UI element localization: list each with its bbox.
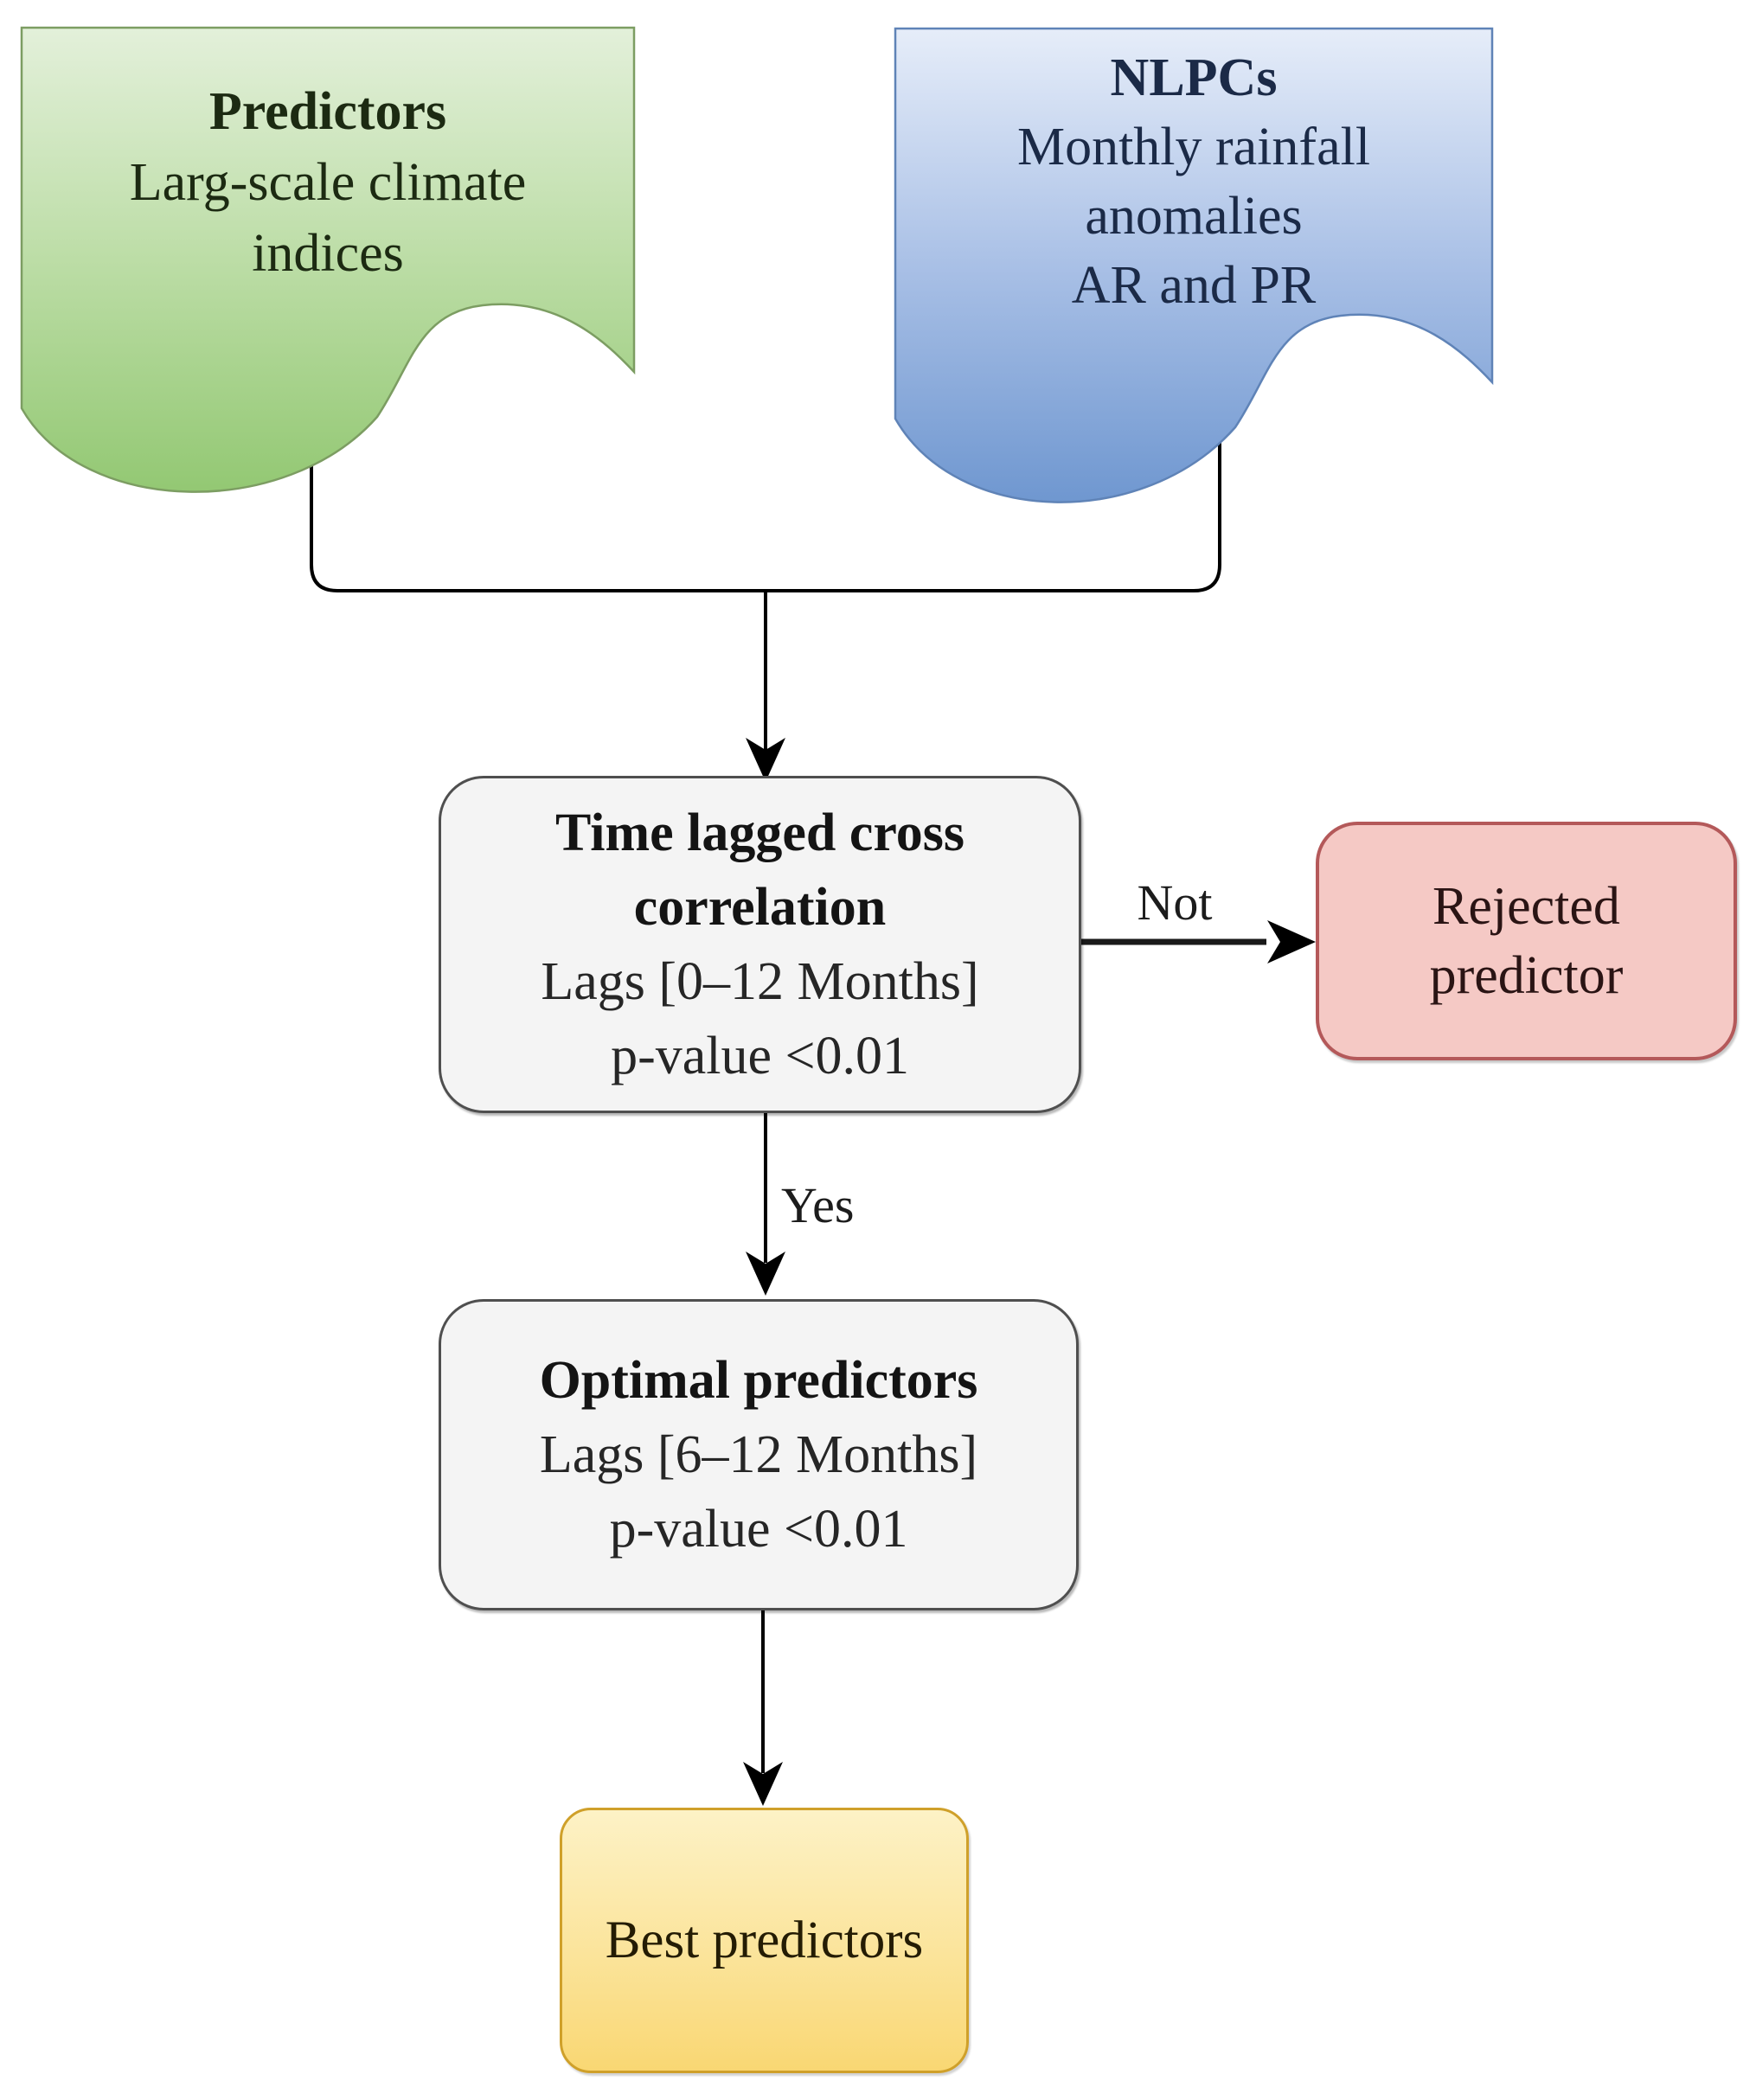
nlpcs-line: AR and PR <box>1071 256 1317 315</box>
time-lagged-cross-correlation-node: Time lagged cross correlation Lags [0–12… <box>439 776 1081 1113</box>
connector-merge-left <box>310 363 766 592</box>
time-lagged-line: correlation <box>633 878 887 937</box>
time-lagged-line: p-value <0.01 <box>611 1027 909 1085</box>
time-lagged-line: Time lagged cross <box>554 804 965 862</box>
predictors-title: Predictors <box>208 82 447 141</box>
optimal-predictors-node: Optimal predictors Lags [6–12 Months] p-… <box>439 1299 1079 1610</box>
predictors-document: Predictors Larg-scale climate indices <box>22 76 634 289</box>
arrowhead-to-time-lagged <box>746 738 785 782</box>
not-edge-label: Not <box>1137 874 1213 931</box>
best-predictors-label: Best predictors <box>605 1911 924 1969</box>
predictors-document-shape <box>20 26 636 493</box>
yes-arrowhead <box>746 1252 785 1296</box>
nlpcs-title: NLPCs <box>1110 48 1278 107</box>
optimal-to-best-arrowhead <box>743 1762 783 1806</box>
time-lagged-line: Lags [0–12 Months] <box>541 952 979 1011</box>
yes-edge-label: Yes <box>781 1177 855 1233</box>
not-arrowhead <box>1267 920 1316 964</box>
nlpcs-line: Monthly rainfall <box>1016 118 1371 176</box>
rejected-predictor-node: Rejected predictor <box>1316 822 1737 1060</box>
predictors-line: indices <box>252 224 404 283</box>
connector-merge-right <box>766 363 1221 592</box>
optimal-line: Lags [6–12 Months] <box>539 1425 978 1484</box>
nlpcs-document-shape <box>894 27 1494 503</box>
optimal-line: p-value <0.01 <box>609 1500 908 1559</box>
best-predictors-node: Best predictors <box>560 1808 969 2073</box>
nlpcs-line: anomalies <box>1085 187 1303 246</box>
predictors-line: Larg-scale climate <box>129 153 527 212</box>
optimal-line: Optimal predictors <box>539 1351 978 1410</box>
rejected-line: predictor <box>1429 946 1624 1005</box>
rejected-line: Rejected <box>1432 877 1620 936</box>
nlpcs-document: NLPCs Monthly rainfall anomalies AR and … <box>895 43 1492 320</box>
